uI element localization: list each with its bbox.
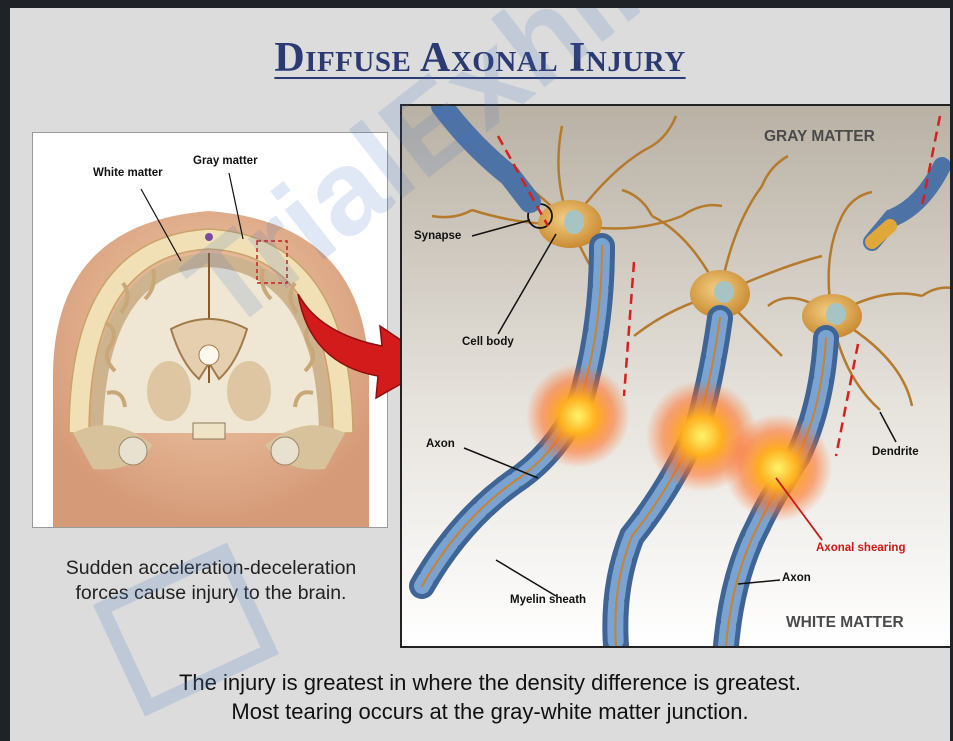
caption-left: Sudden acceleration-deceleration forces … xyxy=(30,556,392,606)
label-axonal-shearing: Axonal shearing xyxy=(816,542,905,554)
basal-ganglia-right xyxy=(227,361,271,421)
label-axon-top: Axon xyxy=(426,438,455,450)
eye-orbit-left xyxy=(119,437,147,465)
label-dendrite: Dendrite xyxy=(872,446,919,458)
label-gray-matter: Gray matter xyxy=(193,155,258,167)
label-axon-bottom: Axon xyxy=(782,572,811,584)
shearing-burst-3 xyxy=(724,414,832,522)
eye-orbit-right xyxy=(271,437,299,465)
caption-bottom-line-1: The injury is greatest in where the dens… xyxy=(30,668,950,697)
label-white-matter: White matter xyxy=(93,167,163,179)
caption-left-line-2: forces cause injury to the brain. xyxy=(30,581,392,606)
nucleus-1 xyxy=(564,210,584,234)
nucleus-3 xyxy=(826,303,846,325)
caption-bottom-line-2: Most tearing occurs at the gray-white ma… xyxy=(30,697,950,726)
label-gray-matter-region: GRAY MATTER xyxy=(764,128,875,146)
label-synapse: Synapse xyxy=(414,230,461,242)
diagram-title: Diffuse Axonal Injury xyxy=(10,34,950,82)
label-myelin-sheath: Myelin sheath xyxy=(510,594,586,606)
septum xyxy=(199,345,219,365)
caption-bottom: The injury is greatest in where the dens… xyxy=(30,668,950,726)
neuron-illustration xyxy=(402,106,950,646)
caption-left-line-1: Sudden acceleration-deceleration xyxy=(30,556,392,581)
brainstem-region xyxy=(193,423,225,439)
nucleus-2 xyxy=(714,281,734,303)
tissue-background xyxy=(402,106,950,646)
neuron-closeup-panel: GRAY MATTER WHITE MATTER Synapse Cell bo… xyxy=(400,104,950,648)
label-white-matter-region: WHITE MATTER xyxy=(786,614,904,632)
basal-ganglia-left xyxy=(147,361,191,421)
sagittal-sinus xyxy=(205,233,213,241)
diagram-frame: Diffuse Axonal Injury xyxy=(10,8,950,741)
label-cell-body: Cell body xyxy=(462,336,514,348)
shearing-burst-1 xyxy=(526,364,630,468)
